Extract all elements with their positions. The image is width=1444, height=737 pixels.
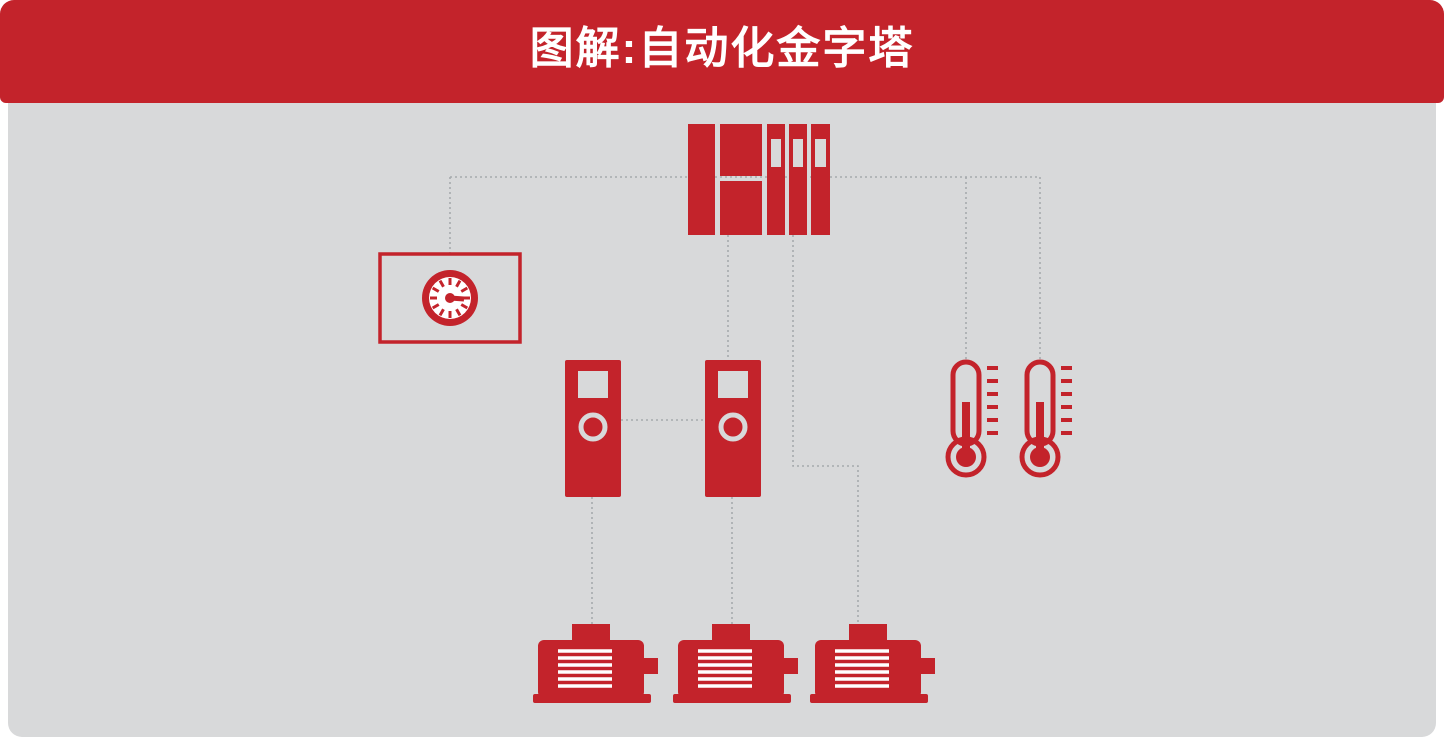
motor-icon [673,624,798,703]
plc-controller-icon [688,124,830,235]
thermometer-icon [1019,359,1072,478]
motor-icon [533,624,658,703]
vfd-drive-icon [565,360,621,497]
vfd-drive-icon [705,360,761,497]
motor-icon [810,624,935,703]
page-title: 图解:自动化金字塔 [529,23,915,73]
hmi-panel [378,252,522,344]
thermometer-icon [945,359,998,478]
connector-lines [449,176,1041,626]
header-banner: 图解:自动化金字塔 [0,0,1444,103]
gauge-icon [422,270,478,326]
